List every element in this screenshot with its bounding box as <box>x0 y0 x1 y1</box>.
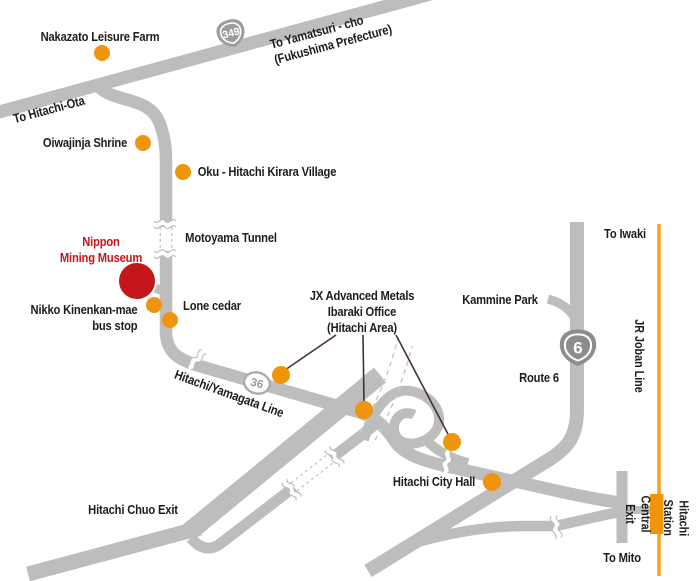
road-interchange-loop <box>359 385 444 449</box>
label-jr-joban-line: JR Joban Line <box>631 319 646 393</box>
label-nikko-kinenkan-mae-bus-stop: Nikko Kinenkan-mae bus stop <box>30 301 138 333</box>
label-oku-hitachi-kirara-village: Oku - Hitachi Kirara Village <box>197 163 337 179</box>
planned-road-edge-left <box>359 337 399 433</box>
poi-dot-jx-site-3 <box>443 433 461 451</box>
label-to-yamatsuri-cho: To Yamatsuri - cho (Fukushima Prefecture… <box>268 12 394 68</box>
leader-line <box>395 334 450 437</box>
label-route-6: Route 6 <box>519 369 559 385</box>
tunnel-dashed-edges <box>290 453 335 492</box>
label-to-iwaki: To Iwaki <box>604 225 646 241</box>
road-parallel-tunnel <box>186 419 380 554</box>
leader-line <box>362 334 365 404</box>
label-nippon-mining-museum: Nippon Mining Museum <box>59 233 143 265</box>
poi-dot-oku-hitachi-kirara-village <box>175 164 191 180</box>
nippon-mining-museum-marker <box>117 261 157 301</box>
route-shield-349-icon: 349 <box>216 19 245 48</box>
road-southwest-exit <box>26 520 202 581</box>
label-hitachi-city-hall: Hitachi City Hall <box>392 473 476 489</box>
tunnel-gap <box>289 452 336 493</box>
leader-line <box>284 334 337 371</box>
label-nakazato-leisure-farm: Nakazato Leisure Farm <box>40 28 160 44</box>
route-shield-6-icon: 6 <box>559 329 597 366</box>
motoyama-tunnel-section <box>154 220 176 259</box>
label-to-hitachi-ota: To Hitachi-Ota <box>11 92 87 127</box>
poi-dot-nikko-kinenkan-mae-bus-stop <box>146 297 162 313</box>
route-number: 6 <box>573 339 582 358</box>
label-lone-cedar: Lone cedar <box>183 297 241 313</box>
map-overlays: 349 36 6 <box>94 19 664 534</box>
expressway-tunnel-section <box>281 445 345 501</box>
route-number: 349 <box>221 25 241 41</box>
label-kammine-park: Kammine Park <box>462 291 538 307</box>
road-kammine-stub <box>546 294 580 323</box>
road-route-6 <box>364 222 584 577</box>
tunnel-gap <box>159 227 173 251</box>
tunnel-dashed-edges <box>159 227 173 251</box>
road-station-access <box>412 505 626 549</box>
hitachi-station-rect <box>650 494 664 534</box>
label-central-exit: Central Exit <box>623 495 653 533</box>
poi-dot-jx-site-1 <box>272 366 290 384</box>
road-route-349 <box>0 0 434 119</box>
label-to-mito: To Mito <box>603 549 641 565</box>
poi-dot-jx-site-2 <box>355 401 373 419</box>
road-museum-yamagata-city <box>92 80 623 510</box>
planned-road-dashed <box>359 337 413 441</box>
route-shield-36-icon: 36 <box>242 371 272 395</box>
label-motoyama-tunnel: Motoyama Tunnel <box>185 229 277 245</box>
poi-dot-lone-cedar <box>162 312 178 328</box>
label-jx-advanced-metals: JX Advanced Metals Ibaraki Office (Hitac… <box>309 287 415 336</box>
poi-dot-oiwajinja-shrine <box>135 135 151 151</box>
road-expressway <box>182 367 387 540</box>
poi-dot-nakazato-leisure-farm <box>94 45 110 61</box>
planned-road-edge-right <box>374 345 413 441</box>
label-hitachi-chuo-exit: Hitachi Chuo Exit <box>88 501 178 517</box>
route-number: 36 <box>249 377 264 392</box>
label-hitachi-station: Hitachi Station <box>661 499 691 537</box>
poi-dot-hitachi-city-hall <box>483 473 501 491</box>
label-oiwajinja-shrine: Oiwajinja Shrine <box>42 134 128 150</box>
label-hitachi-yamagata-line: Hitachi/Yamagata Line <box>172 366 286 421</box>
